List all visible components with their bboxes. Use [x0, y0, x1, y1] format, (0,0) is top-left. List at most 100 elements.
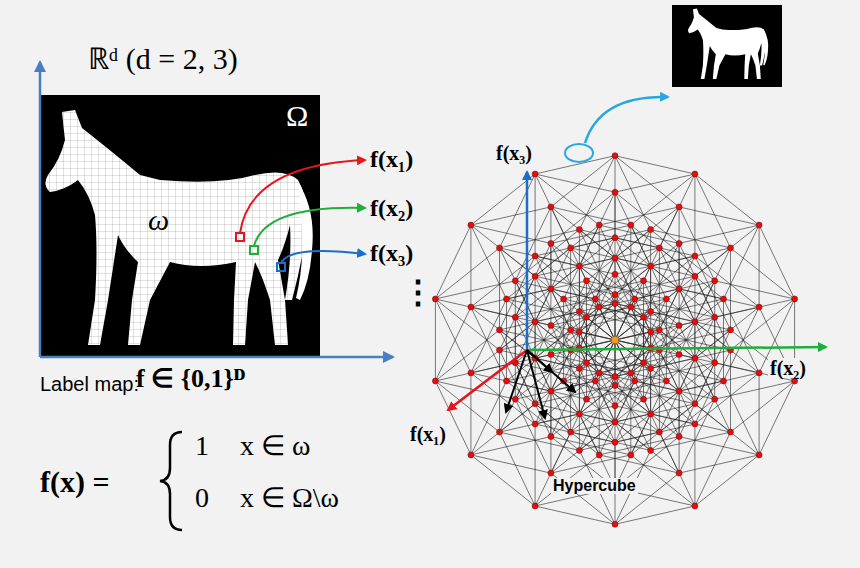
hypercube-vertex	[692, 253, 698, 259]
hypercube-vertex	[612, 255, 618, 261]
hypercube-vertex	[497, 429, 503, 435]
hypercube-vertex	[532, 503, 538, 509]
hypercube-vertex	[648, 263, 654, 269]
hypercube-vertex	[656, 245, 662, 251]
hypercube-vertex	[576, 227, 582, 233]
hypercube-vertex	[692, 273, 698, 279]
hypercube-vertex	[712, 314, 718, 320]
hypercube-vertex	[584, 360, 590, 366]
hypercube-vertex	[663, 378, 669, 384]
axis-label: f(x₁)	[408, 424, 448, 444]
hypercube-vertex	[576, 447, 582, 453]
hypercube-vertex	[712, 396, 718, 402]
hypercube-vertex	[676, 470, 682, 476]
hypercube-vertex	[596, 452, 602, 458]
hypercube-vertex	[728, 327, 734, 333]
hypercube-vertex	[676, 240, 682, 246]
hypercube-vertex	[468, 304, 474, 310]
hypercube-vertex	[721, 378, 727, 384]
hypercube-vertex	[532, 273, 538, 279]
hypercube-vertex	[548, 388, 554, 394]
hypercube-vertex	[532, 171, 538, 177]
hypercube-vertex	[612, 337, 618, 343]
hypercube-vertex	[692, 503, 698, 509]
hypercube-vertex	[728, 429, 734, 435]
hypercube-vertex	[728, 245, 734, 251]
hypercube-vertex	[692, 319, 698, 325]
hypercube-vertex	[504, 378, 510, 384]
hypercube-vertex	[692, 171, 698, 177]
hypercube-vertex	[721, 296, 727, 302]
hypercube-vertex	[612, 439, 618, 445]
hypercube-vertex	[676, 434, 682, 440]
hypercube-vertex	[512, 396, 518, 402]
equation-lhs: f(x) =	[40, 467, 110, 497]
hypercube-vertex	[648, 411, 654, 417]
hypercube-vertex	[676, 286, 682, 292]
feature-label: f(x₃)	[370, 241, 413, 265]
hypercube-vertex	[648, 447, 654, 453]
hypercube-vertex	[548, 434, 554, 440]
hypercube-vertex	[632, 296, 638, 302]
hypercube-vertex	[532, 319, 538, 325]
hypercube-vertex	[576, 365, 582, 371]
ellipsis: ⋮	[402, 276, 434, 308]
domain-symbol: Ω	[286, 101, 308, 131]
hypercube-vertex	[548, 286, 554, 292]
hypercube-vertex	[548, 352, 554, 358]
hypercube-vertex	[676, 204, 682, 210]
feature-label: f(x₁)	[370, 147, 413, 171]
hypercube-vertex	[576, 309, 582, 315]
hypercube-vertex	[568, 429, 574, 435]
hypercube-vertex	[676, 388, 682, 394]
hypercube-vertex	[548, 322, 554, 328]
label-map-formula: f ∈ {0,1}ᴰ	[136, 366, 245, 392]
space-label: ℝᵈ (d = 2, 3)	[88, 44, 238, 74]
hypercube-vertex	[628, 222, 634, 228]
hypercube-vertex	[532, 253, 538, 259]
hypercube-vertex	[548, 204, 554, 210]
hypercube-vertex	[468, 370, 474, 376]
hypercube-vertex	[612, 403, 618, 409]
hypercube-vertex	[584, 396, 590, 402]
hypercube-vertex	[641, 278, 647, 284]
hypercube-vertex	[692, 401, 698, 407]
hypercube-vertex	[532, 401, 538, 407]
hypercube-vertex	[612, 521, 618, 527]
case-condition: x ∈ Ω\ω	[240, 484, 339, 512]
hypercube-vertex	[641, 360, 647, 366]
hypercube-vertex	[612, 189, 618, 195]
caption-label: Hypercube	[551, 478, 638, 494]
hypercube-vertex	[712, 278, 718, 284]
hypercube-vertex	[692, 355, 698, 361]
hypercube-vertex	[792, 296, 798, 302]
axis-label: f(x₃)	[494, 143, 534, 163]
hypercube-vertex	[612, 419, 618, 425]
hypercube-vertex	[692, 421, 698, 427]
hypercube-vertex	[648, 309, 654, 315]
hypercube-vertex	[648, 365, 654, 371]
hypercube-vertex	[756, 370, 762, 376]
hypercube-vertex	[612, 292, 618, 298]
hypercube-vertex	[512, 278, 518, 284]
hypercube-vertex	[641, 396, 647, 402]
hypercube-vertex	[468, 222, 474, 228]
hypercube-vertex	[504, 296, 510, 302]
hypercube-vertex	[512, 314, 518, 320]
hypercube-vertex	[532, 421, 538, 427]
hypercube-vertex	[576, 329, 582, 335]
hypercube-vertex	[628, 304, 634, 310]
feature-label: f(x₂)	[370, 196, 413, 220]
hypercube-vertex	[648, 227, 654, 233]
hypercube-vertex	[628, 370, 634, 376]
hypercube-vertex	[656, 429, 662, 435]
label-map-text: Label map:	[40, 374, 139, 394]
hypercube-vertex	[676, 322, 682, 328]
hypercube-vertex	[561, 296, 567, 302]
hypercube-vertex	[648, 329, 654, 335]
hypercube-vertex	[663, 296, 669, 302]
hypercube-vertex	[756, 304, 762, 310]
case-value: 0	[195, 484, 209, 512]
hypercube-vertex	[596, 370, 602, 376]
domain-panel: Ωω	[40, 95, 320, 357]
